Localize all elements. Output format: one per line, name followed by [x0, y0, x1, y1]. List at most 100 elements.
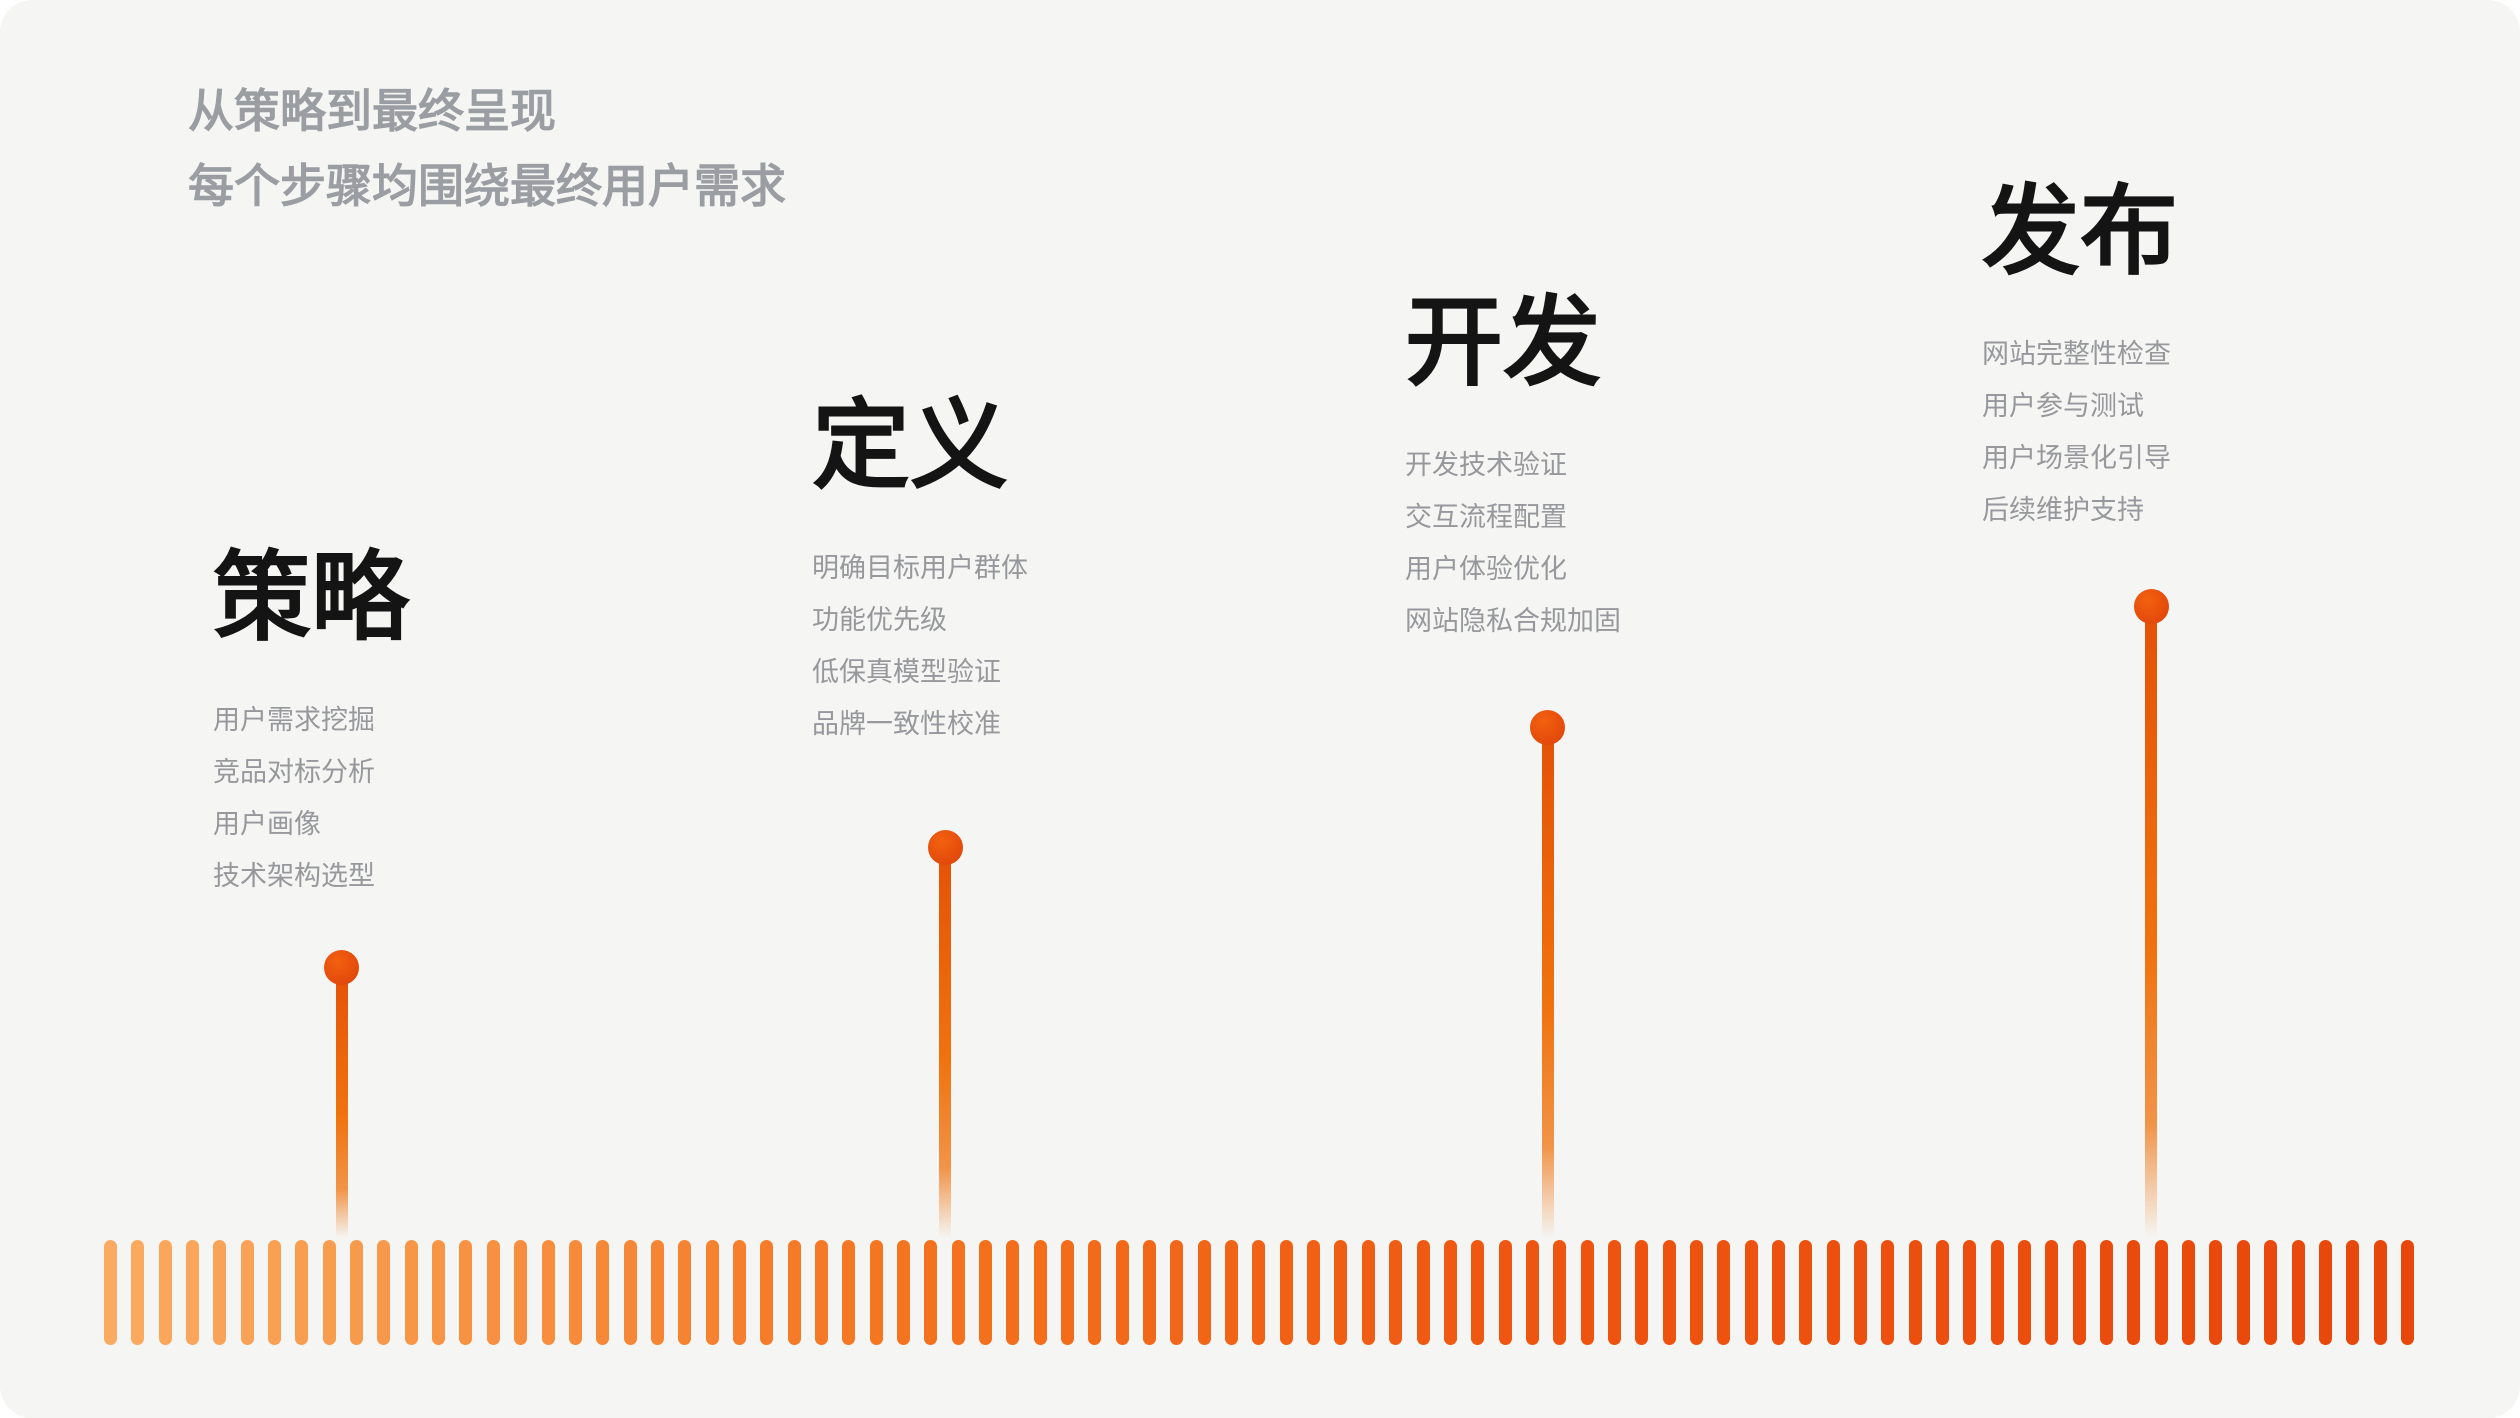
timeline-dash	[1061, 1240, 1075, 1345]
timeline-dash	[158, 1240, 172, 1345]
timeline-dash	[1006, 1240, 1020, 1345]
timeline-dash	[131, 1240, 145, 1345]
timeline-dash	[787, 1240, 801, 1345]
timeline-dash	[596, 1240, 610, 1345]
timeline-dash	[1416, 1240, 1430, 1345]
timeline-dash	[1170, 1240, 1184, 1345]
pin-line-3	[1542, 728, 1554, 1238]
timeline-dash	[486, 1240, 500, 1345]
timeline-dash	[2018, 1240, 2032, 1345]
timeline-dash	[2264, 1240, 2278, 1345]
pin-line-1	[336, 968, 348, 1238]
timeline-dash	[1881, 1240, 1895, 1345]
timeline-dash	[1443, 1240, 1457, 1345]
pin-dot-1	[324, 950, 359, 985]
stage-item: 用户画像	[213, 809, 321, 839]
timeline-dash	[1771, 1240, 1785, 1345]
stage-title-2: 定义	[812, 390, 1009, 500]
pin-dot-2	[928, 830, 963, 865]
timeline-dash	[896, 1240, 910, 1345]
stage-title-3: 开发	[1405, 287, 1602, 397]
timeline-dash	[1936, 1240, 1950, 1345]
timeline-dash	[1197, 1240, 1211, 1345]
page-subtitle: 从策略到最终呈现 每个步骤均围绕最终用户需求	[188, 74, 786, 224]
timeline-dash	[1361, 1240, 1375, 1345]
pin-dot-3	[1530, 710, 1565, 745]
timeline-dash	[1088, 1240, 1102, 1345]
stage-item: 网站隐私合规加固	[1405, 606, 1621, 636]
timeline-dash	[1717, 1240, 1731, 1345]
stage-item: 竞品对标分析	[213, 757, 375, 787]
timeline-dash	[924, 1240, 938, 1345]
timeline-dash	[869, 1240, 883, 1345]
stage-item: 开发技术验证	[1405, 450, 1567, 480]
stage-item: 用户体验优化	[1405, 554, 1567, 584]
stage-item: 功能优先级	[812, 605, 947, 635]
timeline-bar	[104, 1240, 2415, 1345]
timeline-dash	[1553, 1240, 1567, 1345]
timeline-dash	[213, 1240, 227, 1345]
timeline-dash	[2100, 1240, 2114, 1345]
timeline-dash	[1744, 1240, 1758, 1345]
timeline-dash	[1799, 1240, 1813, 1345]
pin-line-4	[2145, 607, 2157, 1238]
timeline-dash	[2236, 1240, 2250, 1345]
timeline-dash	[1662, 1240, 1676, 1345]
timeline-dash	[1990, 1240, 2004, 1345]
timeline-dash	[1033, 1240, 1047, 1345]
timeline-dash	[760, 1240, 774, 1345]
stage-item: 技术架构选型	[213, 861, 375, 891]
timeline-dash	[1389, 1240, 1403, 1345]
subtitle-line-1: 从策略到最终呈现	[188, 85, 556, 137]
stage-item: 明确目标用户群体	[812, 553, 1028, 583]
timeline-dash	[240, 1240, 254, 1345]
timeline-dash	[2373, 1240, 2387, 1345]
timeline-dash	[2400, 1240, 2414, 1345]
timeline-dash	[2182, 1240, 2196, 1345]
timeline-dash	[1635, 1240, 1649, 1345]
stage-item: 网站完整性检查	[1982, 339, 2171, 369]
timeline-dash	[1854, 1240, 1867, 1345]
stage-item: 用户需求挖掘	[213, 705, 375, 735]
timeline-dash	[2045, 1240, 2059, 1345]
timeline-dash	[1252, 1240, 1266, 1345]
timeline-dash	[514, 1240, 528, 1345]
timeline-dash	[732, 1240, 746, 1345]
timeline-dash	[2318, 1240, 2332, 1345]
timeline-dash	[623, 1240, 637, 1345]
timeline-dash	[1334, 1240, 1348, 1345]
stage-item: 用户参与测试	[1982, 391, 2144, 421]
timeline-dash	[705, 1240, 719, 1345]
timeline-dash	[377, 1240, 391, 1345]
timeline-dash	[1908, 1240, 1922, 1345]
timeline-dash	[2154, 1240, 2168, 1345]
pin-line-2	[939, 848, 951, 1238]
timeline-dash	[951, 1240, 965, 1345]
timeline-dash	[979, 1240, 992, 1345]
timeline-dash	[1826, 1240, 1840, 1345]
timeline-dash	[1279, 1240, 1293, 1345]
timeline-dash	[2127, 1240, 2141, 1345]
timeline-dash	[1143, 1240, 1157, 1345]
timeline-dash	[1307, 1240, 1321, 1345]
timeline-dash	[1689, 1240, 1703, 1345]
timeline-dash	[2209, 1240, 2223, 1345]
stage-item: 后续维护支持	[1982, 495, 2144, 525]
subtitle-line-2: 每个步骤均围绕最终用户需求	[188, 160, 786, 212]
timeline-dash	[1225, 1240, 1239, 1345]
timeline-dash	[678, 1240, 692, 1345]
timeline-dash	[2291, 1240, 2305, 1345]
timeline-dash	[541, 1240, 555, 1345]
timeline-dash	[186, 1240, 200, 1345]
stage-items-3: 开发技术验证 交互流程配置 用户体验优化 网站隐私合规加固	[1405, 439, 1621, 647]
timeline-dash	[104, 1240, 117, 1345]
timeline-dash	[459, 1240, 473, 1345]
stage-item: 交互流程配置	[1405, 502, 1567, 532]
timeline-dash	[295, 1240, 309, 1345]
stage-item: 低保真模型验证	[812, 657, 1001, 687]
pin-dot-4	[2134, 589, 2169, 624]
timeline-dash	[568, 1240, 582, 1345]
stage-items-1: 用户需求挖掘 竞品对标分析 用户画像 技术架构选型	[213, 694, 375, 902]
stage-items-2: 明确目标用户群体 功能优先级 低保真模型验证 品牌一致性校准	[812, 542, 1028, 750]
